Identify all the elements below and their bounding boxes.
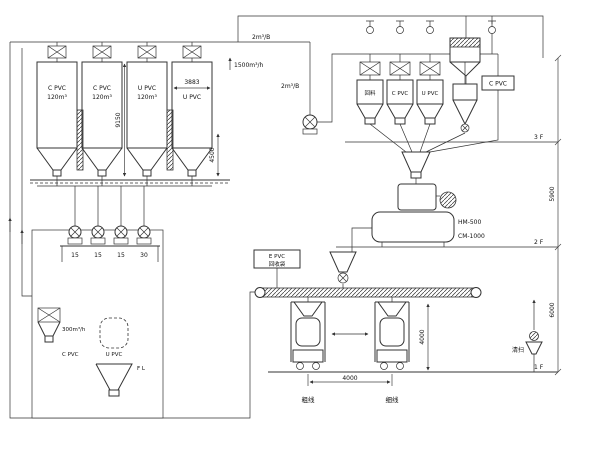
recycle-line2: 回收袋 [269, 260, 286, 268]
platform-scale [376, 349, 408, 363]
conveyor-wheel-icon [254, 287, 266, 298]
day-bin-3-label: U PVC [422, 91, 439, 97]
vent-fan-icon [366, 20, 374, 34]
blower-1-rating: 15 [71, 252, 79, 259]
dim-station-height: 4000 [419, 329, 426, 344]
left-cpvc-label: C PVC [62, 352, 79, 358]
weigh-hopper [401, 151, 431, 173]
blower-4: 30 [136, 225, 152, 259]
bag-dump-unit: 300m³/h C PVC U PVC F L [37, 307, 146, 397]
mixer-motor-icon [439, 191, 457, 209]
cooling-mixer [371, 211, 455, 243]
branch-flow-label: 2m³/B [281, 83, 299, 90]
silo-vent-flow-label: 1500m³/h [234, 62, 264, 69]
cleaning-label: 清扫 [512, 346, 524, 354]
dim-silo-width: 3883 [184, 79, 199, 86]
room-outline [31, 229, 164, 419]
day-bin-2-label: C PVC [392, 91, 409, 97]
fibc-bag [379, 317, 405, 347]
packing-station-2: 细线 [374, 301, 410, 404]
fibc-bag-outline [99, 317, 129, 349]
bag-dump-flow-label: 300m³/h [62, 326, 86, 333]
blower-4-rating: 30 [140, 252, 148, 259]
silo-ladder-1 [76, 109, 84, 171]
silo-2-capacity: 120m³ [92, 94, 112, 101]
blower-3-rating: 15 [117, 252, 125, 259]
dust-collector [449, 37, 481, 77]
cool-mixer-label: CM-1000 [458, 233, 485, 240]
silo-dimensions: 9150 4500 3883 1500m³/h 2m³/B [115, 34, 270, 177]
silo-2-name: C PVC [93, 85, 111, 92]
dim-cone-height: 4500 [209, 147, 216, 162]
silo-3-capacity: 120m³ [137, 94, 157, 101]
silo-1-capacity: 120m³ [47, 94, 67, 101]
roof-fans [366, 20, 496, 54]
floor-2f-label: 2 F [534, 239, 544, 246]
blower-3: 15 [113, 225, 129, 259]
dim-upper-span: 5900 [549, 186, 556, 201]
day-bin-2: C PVC [386, 61, 414, 125]
cpvc-box-label: C PVC [489, 81, 507, 88]
silo-4: U PVC [171, 42, 213, 177]
vent-fan-icon [488, 20, 496, 54]
conveying-line: E PVC 回收袋 [253, 249, 482, 298]
packing-station-1: 粗线 [290, 301, 326, 404]
floor-1f-label: 1 F [534, 364, 544, 371]
drag-conveyor [259, 287, 477, 298]
cpvc-receiver-box: C PVC [481, 75, 515, 91]
day-bins: 回料 C PVC U PVC [356, 61, 515, 133]
blower-1: 15 [67, 225, 83, 259]
dim-silo-height: 9150 [115, 112, 122, 127]
mixing-section: HM-500 CM-1000 [329, 151, 485, 284]
storage-silos: C PVC 120m³ C PVC 120m³ U PVC 120m³ [36, 42, 213, 177]
cleaning-fan-icon [529, 331, 539, 341]
line-2-label: 细线 [386, 395, 400, 404]
vent-fan-icon [396, 20, 404, 34]
fibc-bag [295, 317, 321, 347]
conveyor-wheel-icon [470, 287, 482, 298]
dim-lower-span: 6000 [549, 302, 556, 317]
silo-4-name: U PVC [183, 94, 201, 101]
cyclone-receiver [452, 83, 478, 133]
left-upvc-label: U PVC [106, 352, 123, 358]
recycle-bag-box: E PVC 回收袋 [253, 249, 301, 269]
packing-stations: 粗线 细线 4000 4000 [290, 301, 430, 404]
vent-fan-icon [426, 20, 434, 34]
fl-label: F L [137, 366, 146, 372]
floor-3f-label: 3 F [534, 134, 544, 141]
header-flow-label: 2m³/B [252, 34, 270, 41]
hot-mixer-label: HM-500 [458, 219, 481, 226]
day-bin-3: U PVC [416, 61, 444, 125]
day-bin-1-label: 回料 [364, 89, 376, 97]
elevation-dimensions: 5900 6000 3 F 2 F 1 F [534, 54, 562, 376]
silo-3: U PVC 120m³ [126, 42, 168, 177]
silo-1: C PVC 120m³ [36, 42, 78, 177]
silo-1-name: C PVC [48, 85, 66, 92]
recycle-line1: E PVC [269, 254, 285, 260]
platform-scale [292, 349, 324, 363]
dim-station-spacing: 4000 [342, 375, 357, 382]
conveying-blower: 2m³/B [281, 83, 318, 135]
blower-bench: 15 15 15 30 [31, 225, 164, 419]
silo-3-name: U PVC [138, 85, 156, 92]
blower-2: 15 [90, 225, 106, 259]
silo-2: C PVC 120m³ [81, 42, 123, 177]
line-1-label: 粗线 [302, 395, 316, 404]
blower-2-rating: 15 [94, 252, 102, 259]
silo-ladder-2 [166, 109, 174, 171]
day-bin-1: 回料 [356, 61, 384, 125]
surge-hopper [329, 251, 357, 273]
cleaning-unit: 清扫 [512, 331, 543, 355]
hot-mixer [397, 183, 437, 211]
floor-lines [30, 141, 558, 373]
